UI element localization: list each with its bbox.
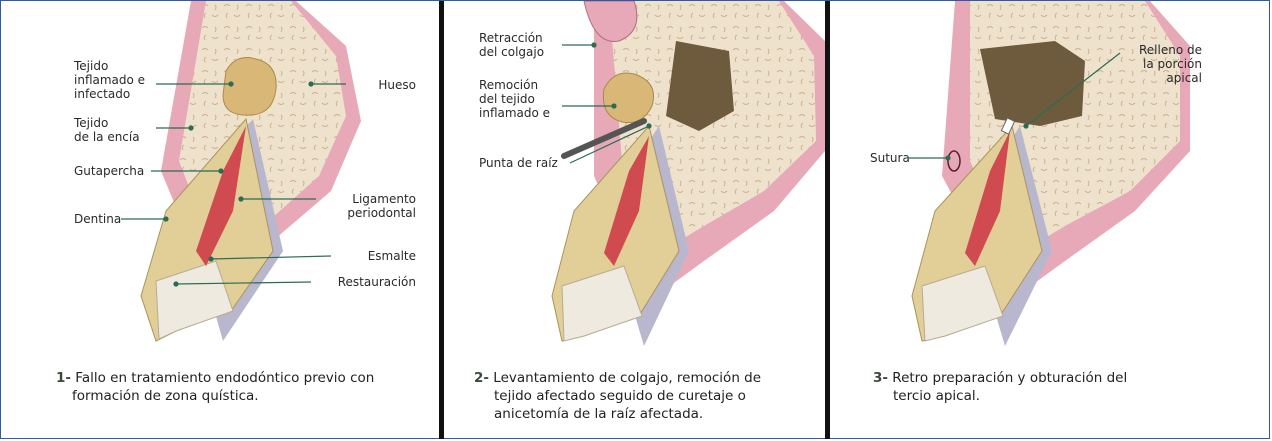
- caption-line: Levantamiento de colgajo, remoción de: [493, 370, 761, 386]
- caption-line: Fallo en tratamiento endodóntico previo …: [75, 370, 374, 386]
- label-retraccion: Retracción del colgajo: [479, 31, 589, 59]
- caption-2: 2- Levantamiento de colgajo, remoción de…: [474, 369, 824, 423]
- caption-line: tercio apical.: [873, 388, 980, 404]
- cyst-shape: [223, 58, 276, 116]
- label-relleno: Relleno de la porción apical: [1112, 43, 1202, 85]
- panel-3: Relleno de la porción apical Sutura 3- R…: [830, 1, 1268, 438]
- caption-line: Retro preparación y obturación del: [892, 370, 1127, 386]
- caption-3: 3- Retro preparación y obturación del te…: [873, 369, 1233, 405]
- panel-2: Retracción del colgajo Remoción del teji…: [444, 1, 825, 438]
- label-punta-raiz: Punta de raíz: [479, 156, 589, 170]
- caption-number: 2-: [474, 370, 489, 386]
- label-sutura: Sutura: [870, 151, 930, 165]
- label-restauracion: Restauración: [316, 275, 416, 289]
- label-remocion: Remoción del tejido inflamado e: [479, 78, 589, 120]
- caption-number: 1-: [56, 370, 71, 386]
- label-hueso: Hueso: [361, 78, 416, 92]
- panel-1: Tejido inflamado e infectado Hueso Tejid…: [1, 1, 438, 438]
- label-esmalte: Esmalte: [336, 249, 416, 263]
- label-dentina: Dentina: [74, 212, 144, 226]
- label-tejido-encia: Tejido de la encía: [74, 116, 174, 144]
- caption-1: 1- Fallo en tratamiento endodóntico prev…: [56, 369, 436, 405]
- label-gutapercha: Gutapercha: [74, 164, 174, 178]
- label-tejido-inflamado: Tejido inflamado e infectado: [74, 59, 174, 101]
- caption-line: formación de zona quística.: [56, 388, 259, 404]
- caption-line: anicetomía de la raíz afectada.: [474, 406, 703, 422]
- caption-number: 3-: [873, 370, 888, 386]
- caption-line: tejido afectado seguido de curetaje o: [474, 388, 746, 404]
- label-ligamento: Ligamento periodontal: [321, 192, 416, 220]
